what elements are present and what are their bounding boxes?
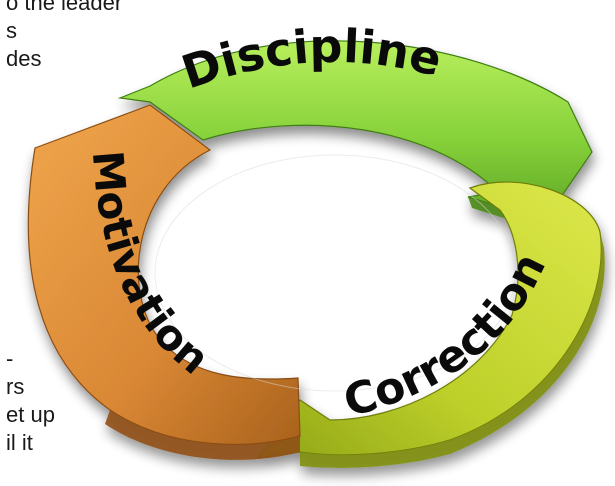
motivation-segment [27,104,301,446]
discipline-segment [117,40,593,221]
correction-segment [256,181,602,459]
background-text-line: - [6,346,14,371]
background-text-line: s [6,18,17,43]
background-text-line: o the leader [6,0,123,15]
background-text-line: rs [6,374,25,399]
background-text-line: il it [6,430,33,455]
background-text-line: et up [6,402,55,427]
background-text-line: des [6,46,42,71]
cycle-ring [27,40,605,468]
